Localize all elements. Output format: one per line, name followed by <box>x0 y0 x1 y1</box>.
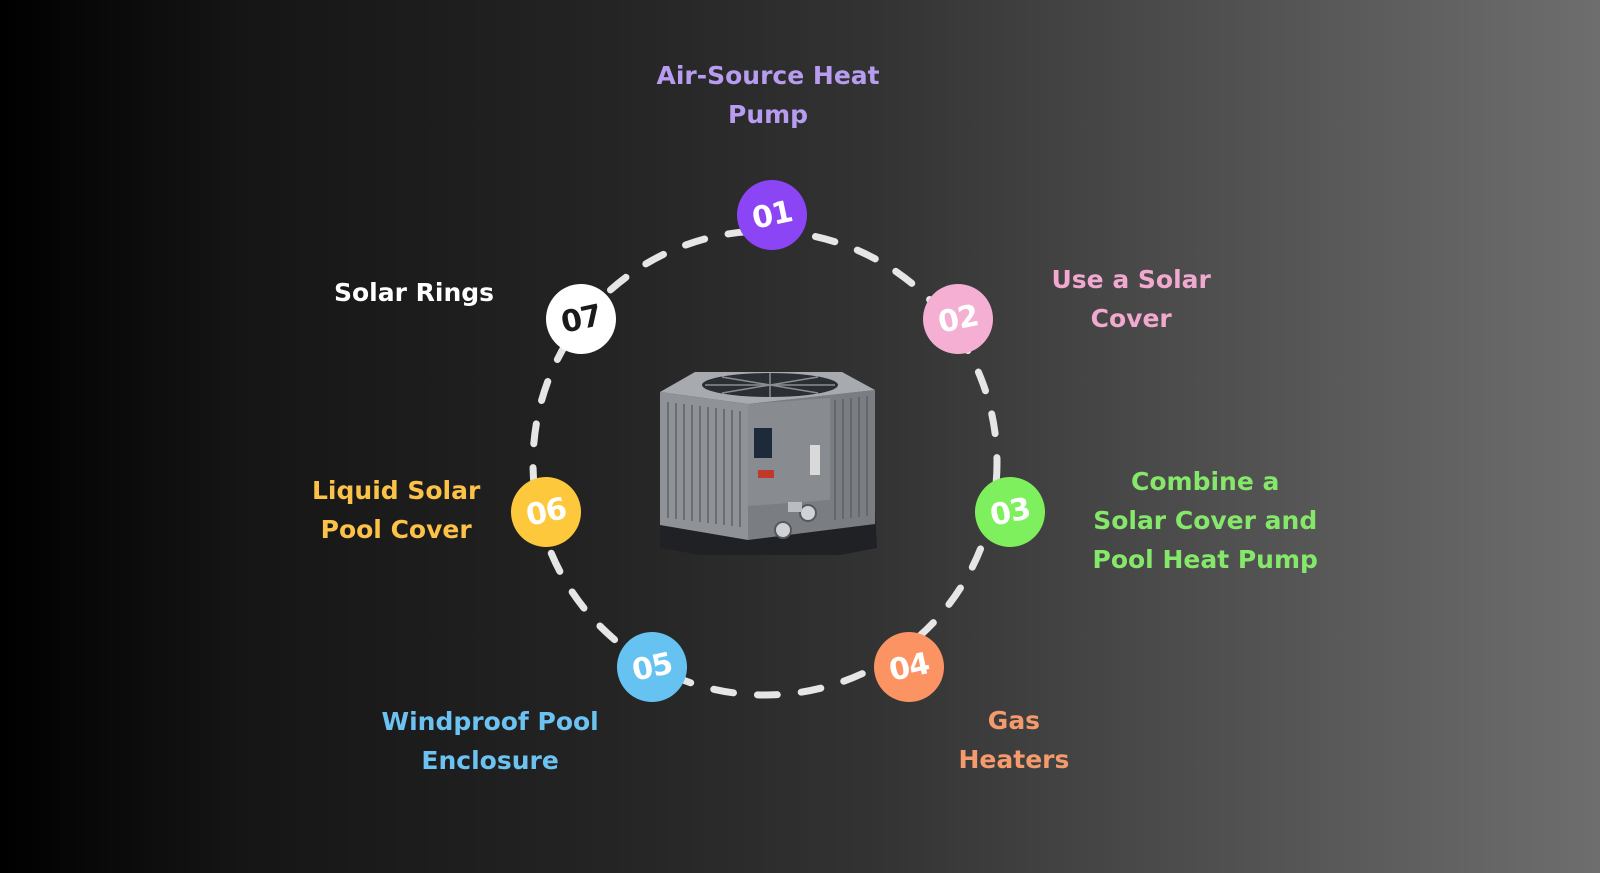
step-label-line: Pool Cover <box>320 515 472 544</box>
step-label-line: Pool Heat Pump <box>1092 544 1318 574</box>
step-label-line: Air-Source Heat <box>656 61 880 90</box>
step-label-line: Combine a <box>1131 466 1280 496</box>
step-label-line: Gas <box>987 706 1041 735</box>
step-label-line: Liquid Solar <box>312 476 481 505</box>
step-label-line: Solar Cover and <box>1093 505 1318 535</box>
step-label-line: Windproof Pool <box>381 707 599 736</box>
step-label-line: Heaters <box>958 745 1070 774</box>
step-label-line: Enclosure <box>421 746 559 775</box>
step-label-line: Use a Solar <box>1051 265 1211 294</box>
step-label-07: Solar Rings <box>334 273 494 312</box>
step-label-line: Cover <box>1090 304 1172 333</box>
step-label-line: Pump <box>728 100 809 129</box>
step-label-line: Solar Rings <box>334 277 495 307</box>
